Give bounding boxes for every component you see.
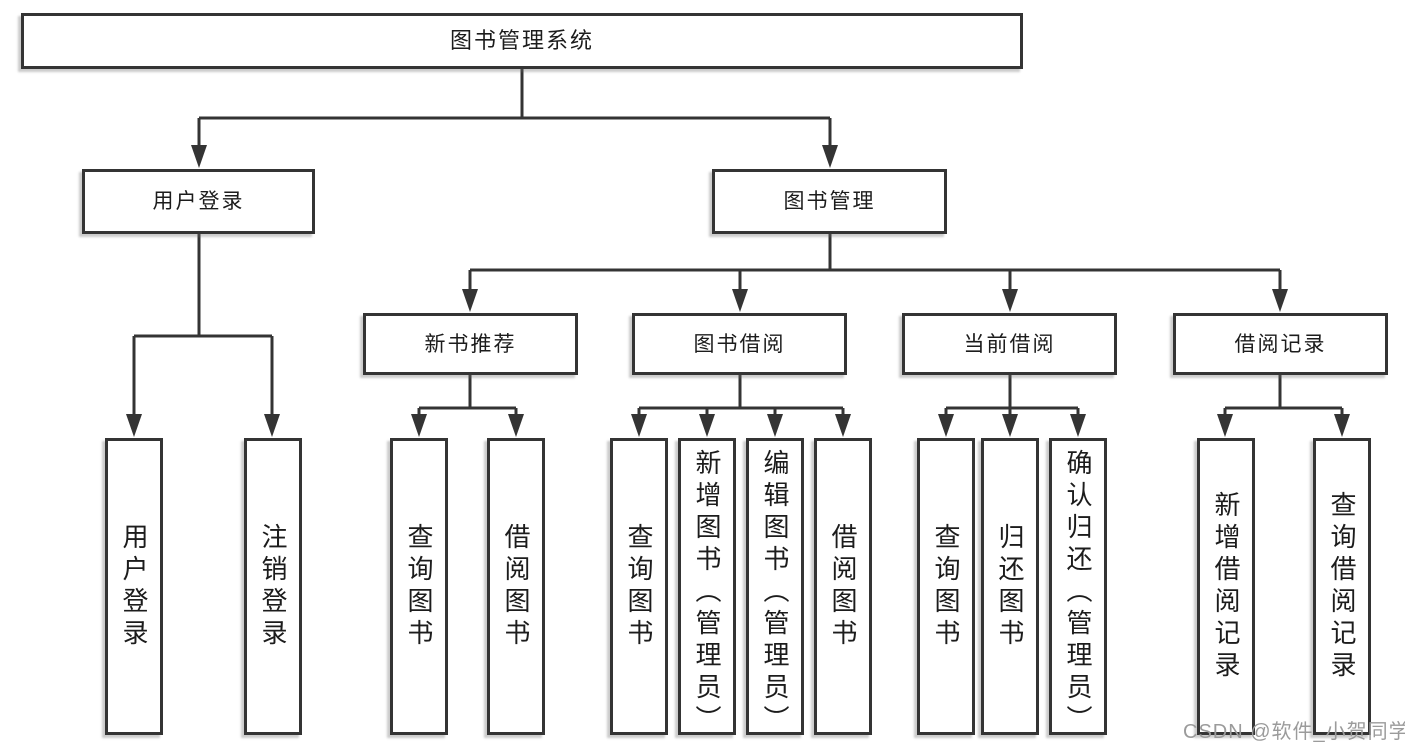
leaf-return-books: 归还图书 bbox=[981, 438, 1039, 735]
leaf-confirm-return-admin: 确认归还（管理员） bbox=[1049, 438, 1107, 737]
leaf-query-books-borrow: 查询图书 bbox=[610, 438, 668, 735]
leaf-borrow-books: 借阅图书 bbox=[814, 438, 872, 735]
node-book-borrow: 图书借阅 bbox=[632, 313, 847, 375]
leaf-user-login: 用户登录 bbox=[105, 438, 163, 735]
leaf-add-books-admin: 新增图书（管理员） bbox=[678, 438, 736, 737]
leaf-edit-books-admin: 编辑图书（管理员） bbox=[746, 438, 804, 737]
arrowhead-icons bbox=[126, 145, 1350, 437]
node-current-borrow: 当前借阅 bbox=[902, 313, 1117, 375]
leaf-query-books-current: 查询图书 bbox=[917, 438, 975, 735]
node-root: 图书管理系统 bbox=[21, 13, 1023, 69]
leaf-query-borrow-record: 查询借阅记录 bbox=[1313, 438, 1371, 735]
node-book-management: 图书管理 bbox=[712, 169, 947, 234]
node-new-book-recommend: 新书推荐 bbox=[363, 313, 578, 375]
leaf-add-borrow-record: 新增借阅记录 bbox=[1197, 438, 1255, 735]
leaf-borrow-books-recommend: 借阅图书 bbox=[487, 438, 545, 735]
node-borrow-records: 借阅记录 bbox=[1173, 313, 1388, 375]
leaf-logout: 注销登录 bbox=[244, 438, 302, 735]
node-user-login: 用户登录 bbox=[82, 169, 315, 234]
leaf-query-books-recommend: 查询图书 bbox=[390, 438, 448, 735]
